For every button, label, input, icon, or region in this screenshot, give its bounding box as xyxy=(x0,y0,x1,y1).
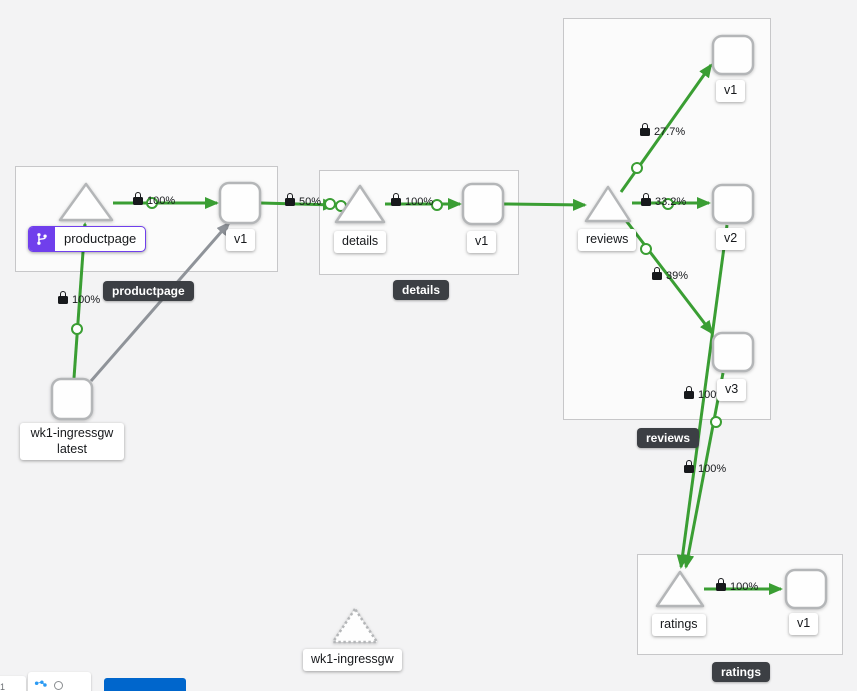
edge-percent: 33.2% xyxy=(655,196,687,208)
mtls-lock-icon xyxy=(641,193,651,206)
edge-label: 100% xyxy=(58,291,101,306)
edge-detailsv1-to-reviews[interactable] xyxy=(503,198,587,211)
virtual-service-icon xyxy=(29,227,55,252)
edge-reviewsv2-to-ratings[interactable] xyxy=(676,224,729,569)
edge-waypoint-icon xyxy=(710,416,722,428)
edge-label: 39% xyxy=(652,267,689,282)
node-label-ratings-v1: v1 xyxy=(789,613,819,635)
edge-percent: 100% xyxy=(147,195,176,207)
edge-waypoint-icon xyxy=(324,198,336,210)
node-label-details: details xyxy=(334,231,387,253)
toolbar-graph-type-chip[interactable] xyxy=(28,672,91,691)
mtls-lock-icon xyxy=(684,386,694,399)
edge-productpagev1-to-details[interactable] xyxy=(260,198,337,211)
mtls-lock-icon xyxy=(684,460,694,473)
toolbar-zoom-indicator[interactable]: 1 xyxy=(0,676,26,691)
edge-waypoint-icon xyxy=(146,197,158,209)
edge-label: 100% xyxy=(133,192,176,207)
node-reviews-service-triangle[interactable] xyxy=(584,185,632,223)
edge-waypoint-icon xyxy=(662,198,674,210)
edge-label: 100% xyxy=(391,193,434,208)
edge-reviews-to-v3[interactable] xyxy=(619,213,714,335)
mtls-lock-icon xyxy=(652,267,662,280)
ingress-label-line2: latest xyxy=(57,441,87,456)
mtls-lock-icon xyxy=(58,291,68,304)
group-label-reviews: reviews xyxy=(637,428,700,448)
node-label-reviews: reviews xyxy=(578,229,637,251)
node-label-text: productpage xyxy=(64,231,137,246)
group-label-productpage: productpage xyxy=(103,281,194,301)
graph-layout-icon xyxy=(34,680,47,687)
node-label-details-v1: v1 xyxy=(467,231,497,253)
node-label-productpage-v1: v1 xyxy=(226,229,256,251)
mtls-lock-icon xyxy=(716,578,726,591)
edge-label: 100% xyxy=(684,460,727,475)
node-details-v1-square[interactable] xyxy=(461,182,505,226)
group-label-details: details xyxy=(393,280,450,300)
node-ratings-service-triangle[interactable] xyxy=(655,570,705,608)
node-ingress-workload-square[interactable] xyxy=(50,377,94,421)
edge-waypoint-icon xyxy=(71,323,83,335)
node-reviews-v3-square[interactable] xyxy=(711,331,755,373)
node-label-reviews-v3: v3 xyxy=(717,379,747,401)
node-label-ratings: ratings xyxy=(652,614,706,636)
edge-percent: 100% xyxy=(730,581,759,593)
group-label-ratings: ratings xyxy=(712,662,771,682)
edge-percent: 39% xyxy=(666,270,689,282)
node-idle-service-triangle[interactable] xyxy=(331,607,379,644)
node-label-reviews-v1: v1 xyxy=(716,80,746,102)
page-indicator: 1 xyxy=(0,682,6,691)
mtls-lock-icon xyxy=(285,193,295,206)
mtls-lock-icon xyxy=(640,123,650,136)
edge-percent: 50% xyxy=(299,196,322,208)
edge-percent: 27.7% xyxy=(654,126,686,138)
node-productpage-service-triangle[interactable] xyxy=(58,182,114,222)
edge-waypoint-icon xyxy=(431,199,443,211)
edge-label: 33.2% xyxy=(641,193,687,208)
mtls-lock-icon xyxy=(391,193,401,206)
node-label-reviews-v2: v2 xyxy=(716,228,746,250)
ingress-label-line1: wk1-ingressgw xyxy=(30,426,114,440)
edge-percent: 100% xyxy=(698,463,727,475)
edge-waypoint-icon xyxy=(631,162,643,174)
legend-button[interactable] xyxy=(104,678,186,691)
node-details-service-triangle[interactable] xyxy=(334,184,386,224)
node-productpage-v1-square[interactable] xyxy=(218,181,262,225)
edge-percent: 100% xyxy=(72,294,101,306)
node-reviews-v2-square[interactable] xyxy=(711,183,755,225)
mtls-lock-icon xyxy=(133,192,143,205)
edge-waypoint-icon xyxy=(640,243,652,255)
node-label-ingress-workload: wk1-ingressgw latest xyxy=(20,423,124,461)
node-ratings-v1-square[interactable] xyxy=(784,568,828,610)
node-label-productpage: productpage xyxy=(28,226,147,253)
edge-label: 50% xyxy=(285,193,322,208)
node-label-idle-service: wk1-ingressgw xyxy=(303,649,402,671)
help-icon xyxy=(54,680,63,690)
node-reviews-v1-square[interactable] xyxy=(711,34,755,76)
edge-percent: 100% xyxy=(405,196,434,208)
edge-label: 27.7% xyxy=(640,123,686,138)
edge-reviewsv3-to-ratings[interactable] xyxy=(682,372,725,569)
edge-ingress-to-productpage-v1[interactable] xyxy=(89,221,231,382)
edge-label: 100% xyxy=(716,578,759,593)
